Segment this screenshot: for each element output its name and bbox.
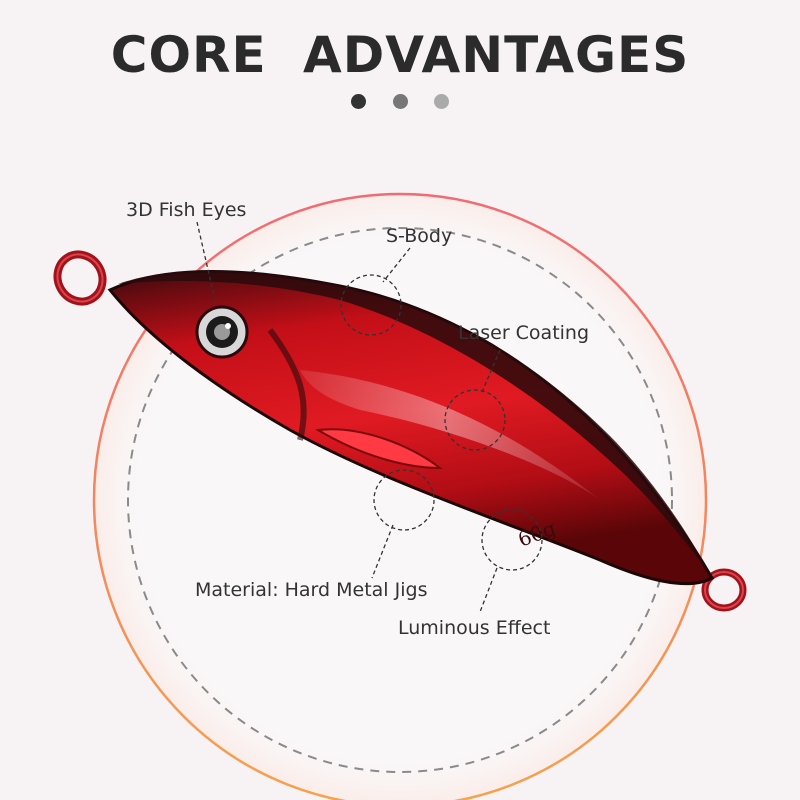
jig-lure: 60g — [53, 250, 747, 612]
callout-lines — [196, 221, 501, 613]
coating-leader-line — [481, 349, 501, 393]
page-title: CORE ADVANTAGES — [110, 26, 690, 84]
body-leader-line — [382, 247, 411, 283]
pagination-dot-1[interactable] — [351, 94, 367, 109]
callout-luminous-effect: Luminous Effect — [398, 617, 551, 639]
inner-dashed-ring — [127, 227, 673, 773]
material-leader-line — [371, 524, 394, 579]
material-callout-circle — [373, 469, 435, 531]
callout-3d-fish-eyes: 3D Fish Eyes — [126, 199, 247, 221]
pagination-dot-3[interactable] — [433, 94, 449, 109]
body-callout-circle — [340, 274, 402, 336]
eyes-leader-line — [196, 221, 216, 301]
luminous-leader-line — [479, 567, 498, 613]
luminous-callout-circle — [481, 509, 543, 571]
laser-stripe — [300, 370, 600, 500]
callout-markers — [340, 274, 543, 571]
callout-s-body: S-Body — [386, 225, 453, 247]
pagination-dots — [0, 94, 800, 114]
lure-fin — [314, 428, 443, 470]
callout-laser-coating: Laser Coating — [458, 322, 590, 344]
pagination-dot-2[interactable] — [392, 94, 408, 109]
callout-material: Material: Hard Metal Jigs — [195, 579, 428, 601]
coating-callout-circle — [444, 389, 506, 451]
